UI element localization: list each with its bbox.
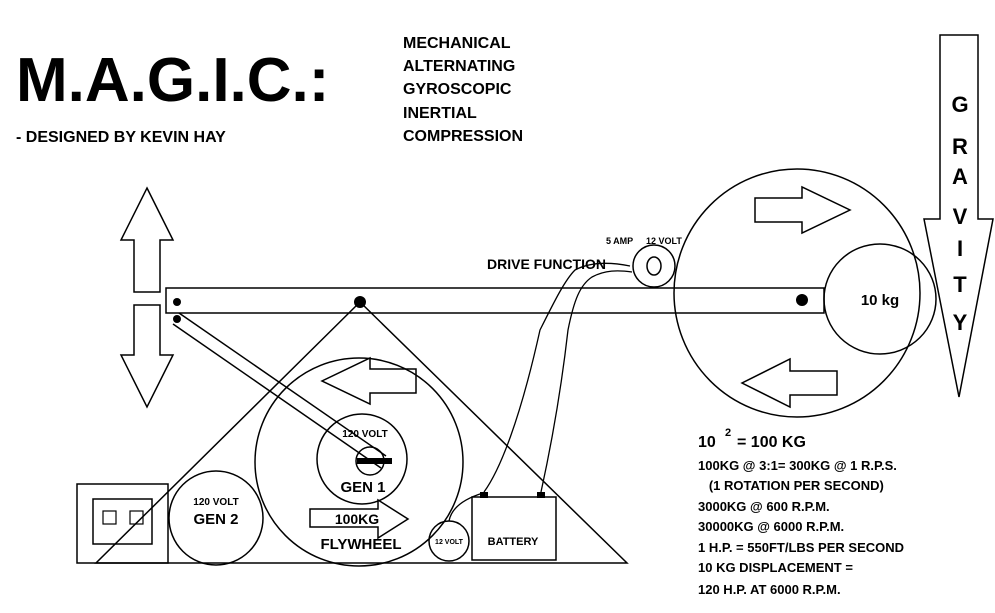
designer-credit: - DESIGNED BY KEVIN HAY xyxy=(16,129,226,146)
formula-base: 10 xyxy=(698,434,716,451)
battery-terminal xyxy=(480,492,488,498)
connecting-rod-upper xyxy=(178,312,387,457)
left-arrow-icon xyxy=(740,357,838,409)
gen2-volt-label: 120 VOLT xyxy=(193,497,238,508)
gravity-letters: G R A V I T Y xyxy=(951,92,968,335)
formula-line: (1 ROTATION PER SECOND) xyxy=(698,478,884,493)
outlet-box xyxy=(76,483,169,564)
connecting-rod-lower xyxy=(172,323,382,469)
gen1-volt-label: 120 VOLT xyxy=(342,429,387,440)
flywheel-mass-label: 100KG xyxy=(335,511,379,527)
support-frame xyxy=(94,300,629,564)
gen1-label: GEN 1 xyxy=(340,479,385,496)
drive-motor xyxy=(632,244,676,288)
acronym-line: COMPRESSION xyxy=(403,128,523,145)
drive-spec-amp: 5 AMP xyxy=(606,236,633,246)
link-pin xyxy=(173,315,181,323)
down-arrow-icon xyxy=(119,304,175,409)
gravity-letter: V xyxy=(953,204,968,229)
gravity-letter: T xyxy=(953,272,967,297)
drive-function-label: DRIVE FUNCTION xyxy=(487,256,606,272)
right-arrow-icon xyxy=(754,185,852,235)
outlet-slot-icon xyxy=(129,510,144,525)
formula-line: 10 KG DISPLACEMENT = xyxy=(698,560,853,575)
weight-label: 10 kg xyxy=(861,292,899,309)
gravity-letter: R xyxy=(952,134,968,159)
battery-label: BATTERY xyxy=(488,536,539,548)
flywheel-label: FLYWHEEL xyxy=(320,536,401,553)
outlet-face xyxy=(92,498,153,545)
formula-line: 3000KG @ 600 R.P.M. xyxy=(698,499,830,514)
drive-wire-b xyxy=(540,270,633,493)
up-arrow-icon xyxy=(119,186,175,293)
flywheel-disc xyxy=(254,357,464,567)
large-wheel xyxy=(673,168,921,418)
formula-block: 10 2 = 100 KG 100KG @ 3:1= 300KG @ 1 R.P… xyxy=(698,427,904,597)
flywheel-arrow-left-icon xyxy=(320,356,417,406)
battery-box xyxy=(471,496,557,561)
gen1-shaft xyxy=(357,458,392,464)
drive-wire-a xyxy=(483,262,631,493)
drive-motor-shaft xyxy=(646,256,662,276)
gravity-letter: A xyxy=(952,164,968,189)
acronym-line: INERTIAL xyxy=(403,105,477,122)
formula-line: 30000KG @ 6000 R.P.M. xyxy=(698,519,844,534)
beam-end-pin xyxy=(173,298,181,306)
lever-beam xyxy=(165,287,825,314)
formula-exponent: 2 xyxy=(725,427,731,439)
gen2-label: GEN 2 xyxy=(193,511,238,528)
formula-line: 120 H.P. AT 6000 R.P.M. xyxy=(698,582,841,597)
gravity-letter: G xyxy=(951,92,968,117)
weight-pin xyxy=(796,294,808,306)
formula-line: 1 H.P. = 550FT/LBS PER SECOND xyxy=(698,540,904,555)
gravity-arrow xyxy=(923,34,994,398)
gen2-circle xyxy=(168,470,264,566)
battery-terminal xyxy=(537,492,545,498)
acronym-line: GYROSCOPIC xyxy=(403,81,512,98)
drive-spec-volt: 12 VOLT xyxy=(646,236,682,246)
title: M.A.G.I.C.: xyxy=(16,46,329,115)
gravity-letter: Y xyxy=(953,310,968,335)
gravity-letter: I xyxy=(957,236,963,261)
battery-wire xyxy=(448,492,484,522)
gen1-circle xyxy=(316,413,408,505)
acronym-list: MECHANICAL ALTERNATING GYROSCOPIC INERTI… xyxy=(403,35,523,145)
acronym-line: MECHANICAL xyxy=(403,35,511,52)
small-motor-label: 12 VOLT xyxy=(435,539,464,546)
formula-result: = 100 KG xyxy=(737,434,806,451)
outlet-slot-icon xyxy=(102,510,117,525)
flywheel-arrow-right-icon xyxy=(309,498,410,540)
formula-line: 100KG @ 3:1= 300KG @ 1 R.P.S. xyxy=(698,458,897,473)
acronym-line: ALTERNATING xyxy=(403,58,515,75)
